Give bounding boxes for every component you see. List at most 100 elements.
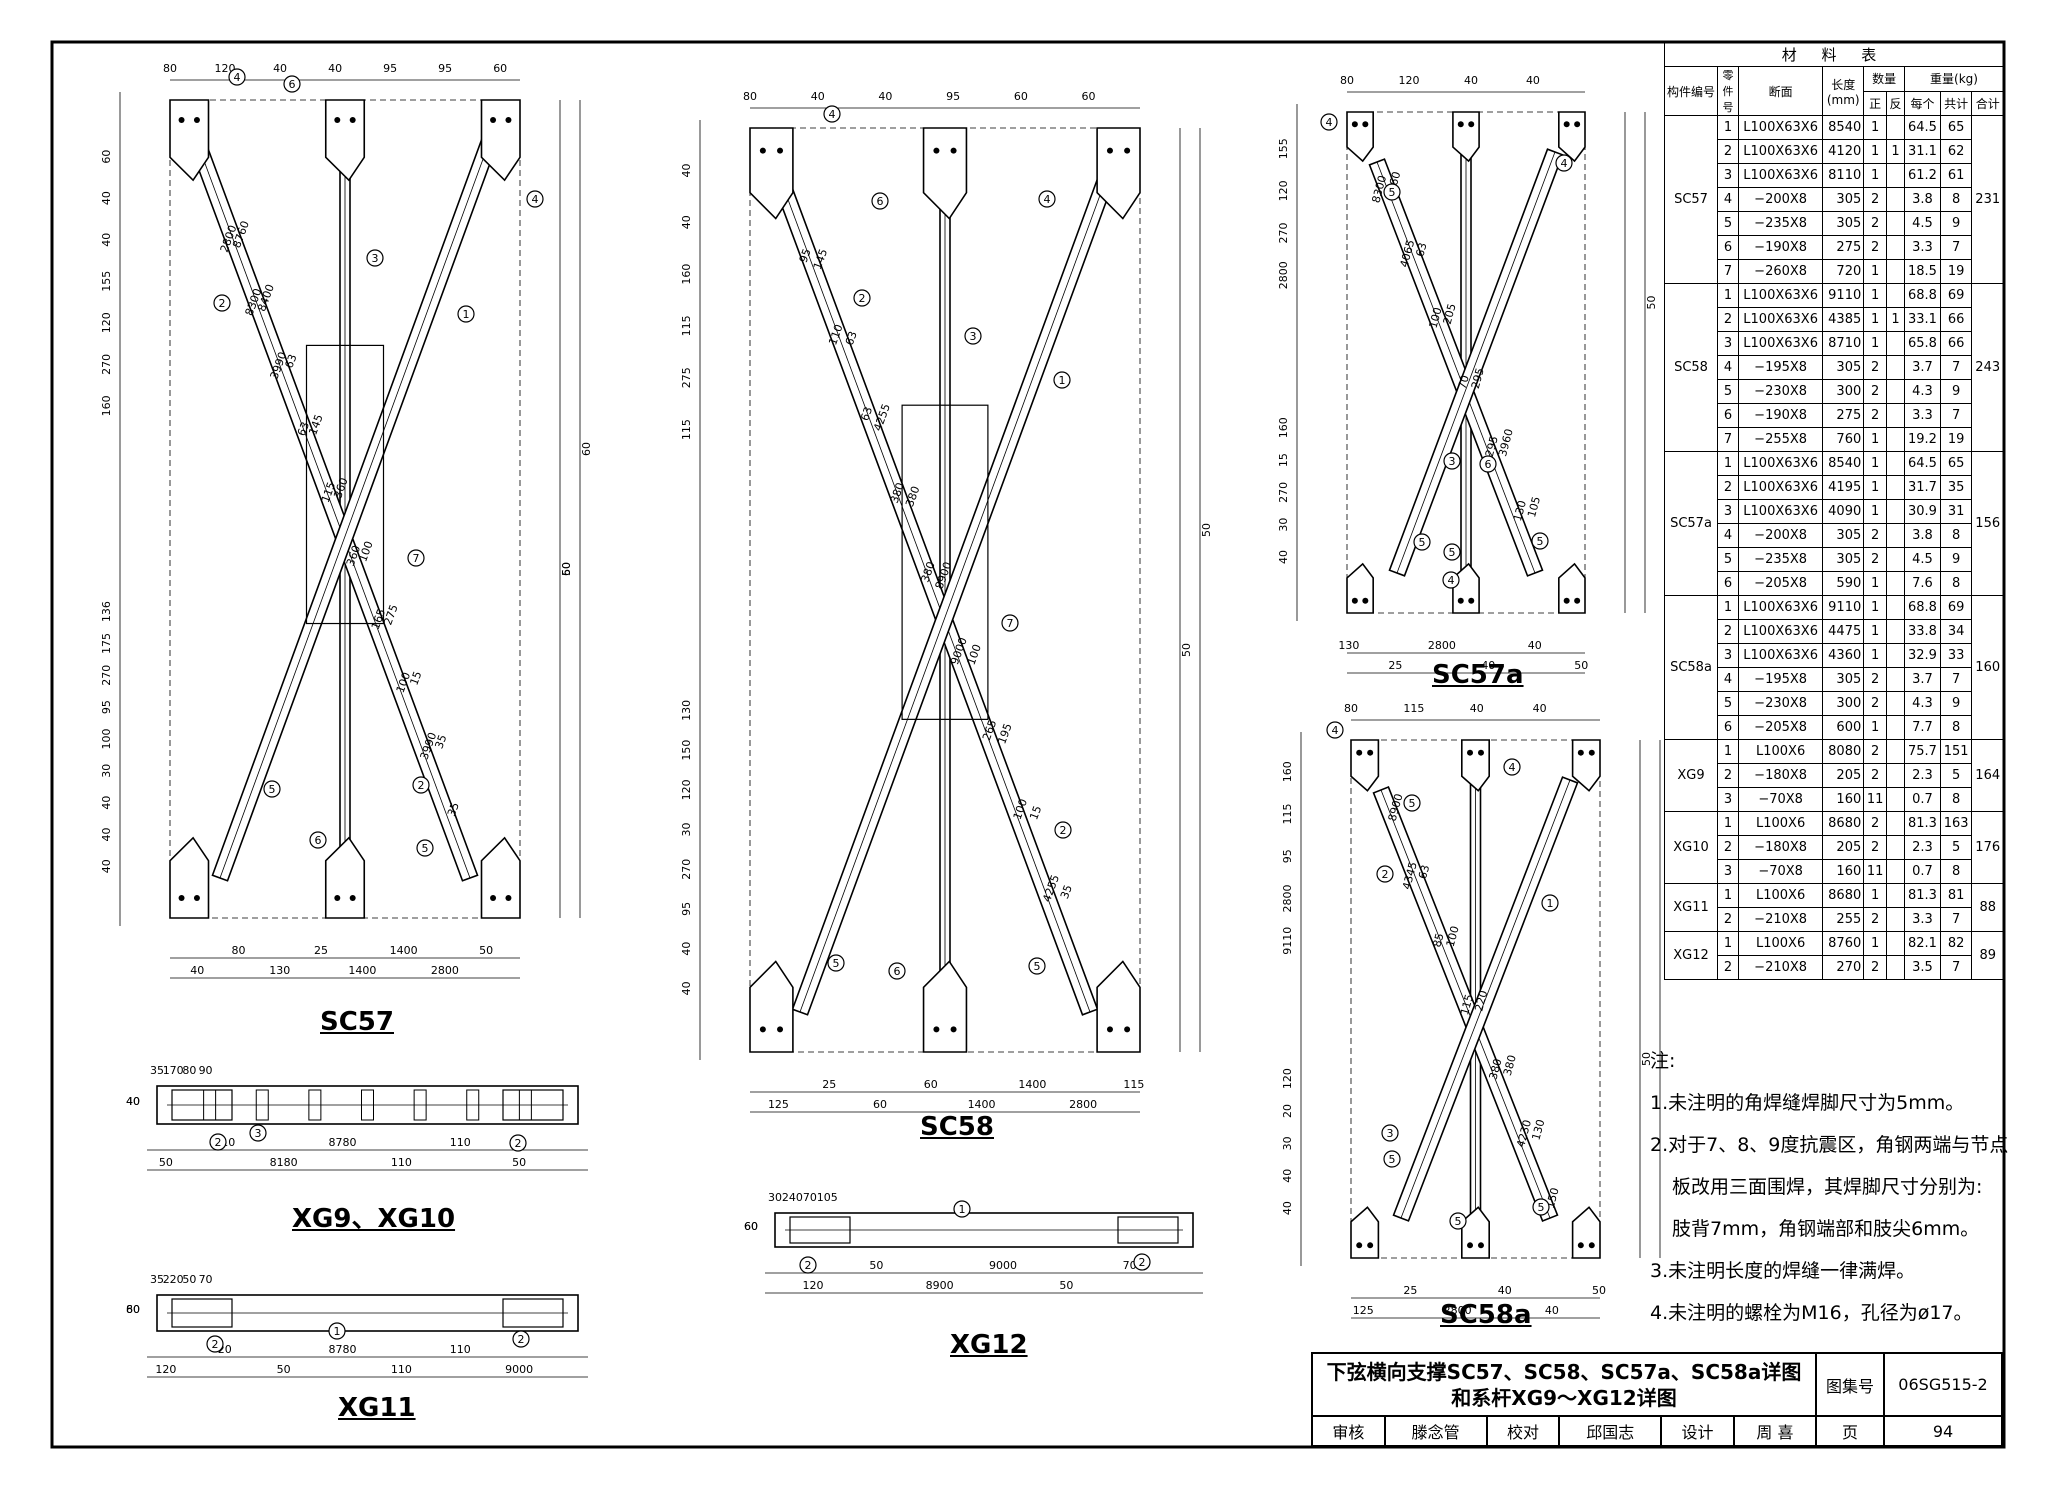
section-cell: L100X6 — [1737, 883, 1824, 908]
dim-label: 40 — [680, 215, 693, 229]
dim-label: 120 — [155, 1363, 176, 1376]
dim-label: 145 — [306, 413, 325, 437]
part-cell: 2 — [1717, 619, 1739, 644]
part-cell: 4 — [1717, 667, 1739, 692]
part-cell: 7 — [1717, 427, 1739, 452]
weight-each-cell: 4.3 — [1904, 691, 1941, 716]
bolt — [1124, 147, 1131, 154]
dim-label: 40 — [100, 859, 113, 873]
dim-label: 30 — [100, 764, 113, 778]
part-cell: 5 — [1717, 379, 1739, 404]
dim-label: 105 — [1525, 495, 1543, 519]
dim-label: 80 — [163, 62, 177, 75]
weight-each-cell: 3.7 — [1904, 667, 1941, 692]
designer-name: 周 喜 — [1732, 1415, 1818, 1447]
length-cell: 8110 — [1822, 163, 1865, 188]
part-cell: 1 — [1717, 115, 1739, 140]
bolt — [505, 117, 512, 124]
qty-neg-cell — [1886, 475, 1906, 500]
bolt — [1362, 121, 1369, 128]
part-mark-circle — [309, 831, 327, 849]
weight-sum-cell: 7 — [1939, 955, 1973, 980]
gusset-plate — [922, 127, 968, 220]
part-mark-label: 5 — [269, 783, 276, 796]
gusset-plate — [749, 960, 794, 1053]
part-mark-circle — [1054, 821, 1072, 839]
qty-neg-cell — [1886, 379, 1906, 404]
part-mark-label: 2 — [215, 1136, 222, 1149]
dim-label: 1400 — [968, 1098, 996, 1111]
weight-sum-cell: 34 — [1939, 619, 1973, 644]
part-mark-circle — [953, 1200, 971, 1218]
weight-sum-cell: 82 — [1939, 931, 1973, 956]
dim-label: 63 — [1413, 241, 1429, 258]
length-cell: 8680 — [1822, 811, 1865, 836]
part-mark-label: 6 — [894, 965, 901, 978]
weight-sum-cell: 65 — [1939, 115, 1973, 140]
header-member: 构件编号 — [1664, 66, 1718, 116]
part-mark-label: 5 — [1538, 1201, 1545, 1214]
dim-label: 15 — [407, 669, 424, 687]
dim-label: 40 — [126, 1095, 140, 1108]
qty-neg-cell — [1886, 211, 1906, 236]
part-mark-label: 4 — [234, 71, 241, 84]
xg9-xg10-drawing: 3517080904040501108180878011011050232 — [126, 1064, 588, 1171]
qty-neg-cell — [1886, 691, 1906, 716]
bolt — [1574, 597, 1581, 604]
part-mark-circle — [512, 1330, 530, 1348]
plate — [156, 1294, 579, 1332]
section-cell: L100X6 — [1737, 739, 1824, 764]
bolt — [1457, 597, 1464, 604]
dim-label: 130 — [680, 700, 693, 721]
qty-pos-cell: 2 — [1863, 811, 1888, 836]
section-cell: −210X8 — [1737, 955, 1824, 980]
header-w-total: 合计 — [1971, 90, 2004, 116]
plate — [203, 1089, 217, 1121]
length-cell: 8080 — [1822, 739, 1865, 764]
dim-label: 70 — [803, 1191, 817, 1204]
qty-pos-cell: 1 — [1863, 475, 1888, 500]
bolt — [1124, 1026, 1131, 1033]
section-cell: L100X63X6 — [1737, 115, 1824, 140]
part-cell: 6 — [1717, 235, 1739, 260]
dim-label: 40 — [680, 163, 693, 177]
qty-neg-cell — [1886, 835, 1906, 860]
section-cell: −180X8 — [1737, 763, 1824, 788]
part-mark-label: 5 — [1389, 186, 1396, 199]
checker-name: 邱国志 — [1558, 1415, 1663, 1447]
part-mark-circle — [366, 249, 384, 267]
dim-label: 270 — [680, 859, 693, 880]
bolt — [193, 894, 200, 901]
qty-neg-cell — [1886, 187, 1906, 212]
bolt — [759, 147, 766, 154]
length-cell: 205 — [1822, 835, 1865, 860]
member-cell: XG11 — [1664, 883, 1718, 932]
weight-each-cell: 82.1 — [1904, 931, 1941, 956]
part-cell: 3 — [1717, 163, 1739, 188]
plate — [305, 344, 385, 625]
part-cell: 3 — [1717, 499, 1739, 524]
part-mark-circle — [1376, 865, 1394, 883]
section-cell: L100X63X6 — [1737, 451, 1824, 476]
dim-label: 15 — [1027, 804, 1044, 822]
bolt — [349, 117, 356, 124]
dim-label: 35 — [1058, 883, 1075, 901]
gusset-plate — [922, 960, 968, 1053]
dim-label: 2800 — [1444, 1304, 1472, 1317]
bolt — [933, 147, 940, 154]
plate — [518, 1089, 532, 1121]
dim-label: 40 — [273, 62, 287, 75]
part-mark-circle — [799, 1256, 817, 1274]
section-cell: −210X8 — [1737, 907, 1824, 932]
qty-neg-cell — [1886, 331, 1906, 356]
weight-total-cell: 88 — [1971, 883, 2004, 932]
bolt — [1351, 121, 1358, 128]
